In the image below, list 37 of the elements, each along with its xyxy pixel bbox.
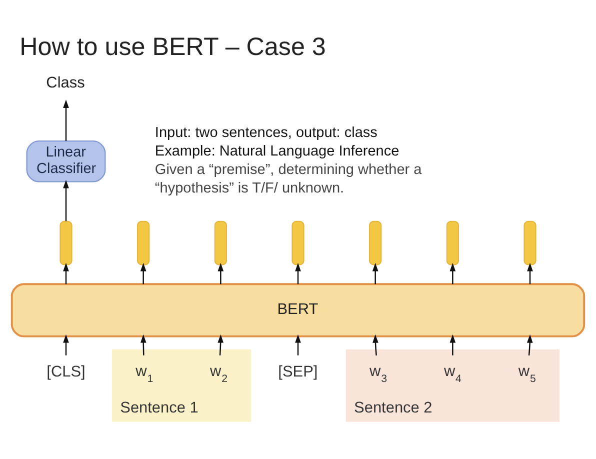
arrow xyxy=(218,262,224,284)
node-box: Linear Classifier xyxy=(26,140,106,182)
node-text: w$_{4}$ xyxy=(444,362,462,384)
arrow xyxy=(63,99,69,140)
diagram-title: How to use BERT – Case 3 xyxy=(20,32,326,60)
node-text: [CLS] xyxy=(46,363,86,380)
node-bar xyxy=(446,220,459,265)
node-bar xyxy=(60,220,72,265)
arrow xyxy=(527,262,533,284)
arrow xyxy=(450,262,456,284)
arrow xyxy=(218,334,224,355)
label: Given a “premise”, determining whether a “hypothesis” is T/F/ unknown. xyxy=(154,161,422,196)
arrow xyxy=(372,262,378,284)
arrow xyxy=(295,262,301,284)
node-text: [SEP] xyxy=(278,363,318,380)
node-bar xyxy=(369,220,382,265)
node-bar xyxy=(292,220,304,265)
node-box: BERT xyxy=(10,282,586,337)
label: Example: Natural Language Inference xyxy=(154,143,400,160)
node-bar xyxy=(214,220,227,265)
node-text: w$_{5}$ xyxy=(518,362,536,384)
arrow xyxy=(63,262,69,284)
arrow xyxy=(450,334,456,355)
node-bar xyxy=(137,220,150,265)
arrow xyxy=(295,334,301,355)
node-text: w$_{3}$ xyxy=(370,362,388,384)
arrow xyxy=(140,334,146,355)
node-text: w$_{1}$ xyxy=(136,362,154,384)
arrow xyxy=(63,334,69,355)
arrow xyxy=(372,334,378,355)
arrow xyxy=(526,334,533,355)
node-bar xyxy=(524,220,536,265)
arrow xyxy=(140,262,146,284)
node-text: Class xyxy=(46,74,85,92)
arrow xyxy=(63,179,69,221)
label: Input: two sentences, output: class xyxy=(154,124,378,141)
node-text: w$_{2}$ xyxy=(210,362,228,384)
